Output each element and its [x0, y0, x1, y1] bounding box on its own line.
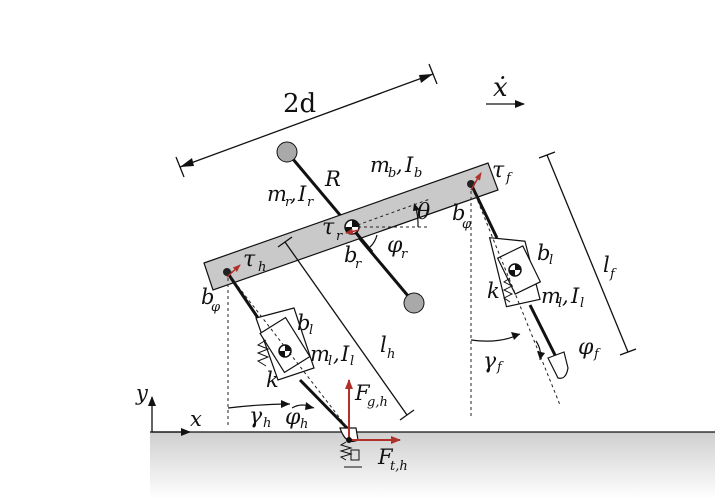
- svg-text:I: I: [404, 153, 414, 177]
- coordinate-axes: y x: [135, 381, 202, 436]
- label-phi-r: φ r: [387, 233, 408, 262]
- label-ml-Il-hind: m l , I l: [310, 342, 354, 369]
- label-phi-h: φ h: [285, 405, 308, 432]
- svg-text:b: b: [537, 241, 550, 265]
- svg-text:h: h: [263, 416, 271, 431]
- label-tau-f: τ f: [492, 158, 513, 186]
- svg-text:l: l: [603, 253, 610, 277]
- svg-text:φ: φ: [387, 233, 403, 258]
- svg-text:f: f: [593, 347, 601, 362]
- contact-spring: [339, 441, 362, 468]
- label-l-f: l f: [603, 253, 617, 282]
- svg-text:,: ,: [290, 182, 297, 206]
- svg-text:τ: τ: [492, 158, 505, 183]
- svg-text:r: r: [307, 195, 314, 210]
- svg-text:m: m: [310, 342, 330, 366]
- svg-text:φ: φ: [285, 405, 301, 430]
- label-b-l-hind: b l: [297, 311, 313, 338]
- svg-text:l: l: [380, 333, 387, 357]
- svg-text:r: r: [355, 257, 362, 272]
- svg-text:γ: γ: [483, 349, 497, 374]
- svg-text:m: m: [370, 153, 390, 177]
- svg-text:h: h: [387, 347, 395, 362]
- ground: [150, 431, 715, 499]
- svg-text:b: b: [388, 166, 396, 181]
- svg-text:l: l: [580, 296, 584, 311]
- svg-text:,: ,: [333, 342, 340, 366]
- label-gamma-h: γ h: [249, 404, 271, 431]
- svg-text:φ: φ: [211, 300, 221, 315]
- svg-text:r: r: [401, 247, 408, 262]
- label-mb-Ib: m b , I b: [370, 153, 422, 181]
- svg-text:f: f: [609, 267, 617, 282]
- svg-text:b: b: [414, 166, 422, 181]
- contact-forces: [345, 379, 401, 444]
- svg-text:,: ,: [562, 284, 569, 308]
- label-k-front: k: [487, 279, 500, 303]
- velocity-xdot: ẋ: [486, 73, 525, 108]
- svg-text:t,h: t,h: [390, 459, 408, 474]
- svg-text:τ: τ: [243, 247, 256, 272]
- svg-text:h: h: [258, 260, 266, 275]
- svg-text:h: h: [300, 417, 308, 432]
- label-b-l-front: b l: [537, 241, 553, 268]
- svg-text:m: m: [541, 284, 561, 308]
- dimension-lh: [277, 236, 415, 421]
- svg-text:l: l: [350, 354, 354, 369]
- body-pivot: [344, 219, 360, 235]
- label-b-r: b r: [344, 243, 362, 272]
- svg-text:,: ,: [396, 153, 403, 177]
- label-b-phi-hind: b φ: [201, 285, 221, 315]
- svg-text:l: l: [328, 354, 332, 369]
- svg-text:f: f: [505, 171, 513, 186]
- label-gamma-f: γ f: [483, 349, 504, 375]
- label-2d: 2d: [283, 89, 316, 119]
- label-tau-r: τ r: [322, 215, 343, 244]
- svg-text:m: m: [267, 182, 287, 206]
- axis-y-label: y: [135, 381, 149, 405]
- svg-text:b: b: [344, 243, 357, 267]
- svg-text:γ: γ: [249, 404, 263, 429]
- svg-text:τ: τ: [322, 215, 335, 240]
- svg-text:φ: φ: [462, 217, 472, 232]
- dimension-2d: 2d: [175, 63, 438, 178]
- label-mr-Ir: m r , I r: [267, 182, 314, 210]
- body-reference-lines: [351, 198, 431, 248]
- svg-text:I: I: [297, 182, 307, 206]
- label-tau-h: τ h: [243, 247, 266, 275]
- svg-text:l: l: [549, 253, 553, 268]
- svg-text:b: b: [297, 311, 310, 335]
- svg-text:r: r: [336, 229, 343, 244]
- label-k-hind: k: [266, 368, 279, 392]
- label-ml-Il-front: m l , I l: [541, 284, 584, 311]
- svg-text:F: F: [377, 445, 394, 469]
- hind-leg: [223, 268, 359, 443]
- svg-text:b: b: [201, 285, 214, 309]
- label-xdot: ẋ: [493, 73, 508, 103]
- svg-text:g,h: g,h: [367, 395, 388, 410]
- dimension-lf: [538, 151, 637, 356]
- svg-text:l: l: [309, 323, 313, 338]
- svg-text:f: f: [496, 360, 504, 375]
- label-l-h: l h: [380, 333, 395, 362]
- svg-text:I: I: [340, 342, 350, 366]
- rotor-mass-top: [276, 141, 298, 163]
- label-phi-f: φ f: [578, 335, 601, 362]
- svg-text:l: l: [558, 296, 562, 311]
- svg-text:r: r: [285, 195, 292, 210]
- label-F-th: F t,h: [377, 445, 408, 474]
- svg-text:φ: φ: [578, 335, 594, 360]
- axis-x-label: x: [190, 407, 202, 431]
- svg-text:b: b: [452, 201, 465, 225]
- label-theta: θ: [417, 200, 430, 225]
- label-R: R: [324, 167, 341, 191]
- rotor-mass-bottom: [403, 292, 425, 314]
- svg-text:I: I: [570, 284, 580, 308]
- label-F-gh: F g,h: [354, 381, 388, 410]
- label-b-phi-front: b φ: [452, 201, 472, 232]
- front-leg: [467, 180, 569, 406]
- svg-text:F: F: [354, 381, 371, 405]
